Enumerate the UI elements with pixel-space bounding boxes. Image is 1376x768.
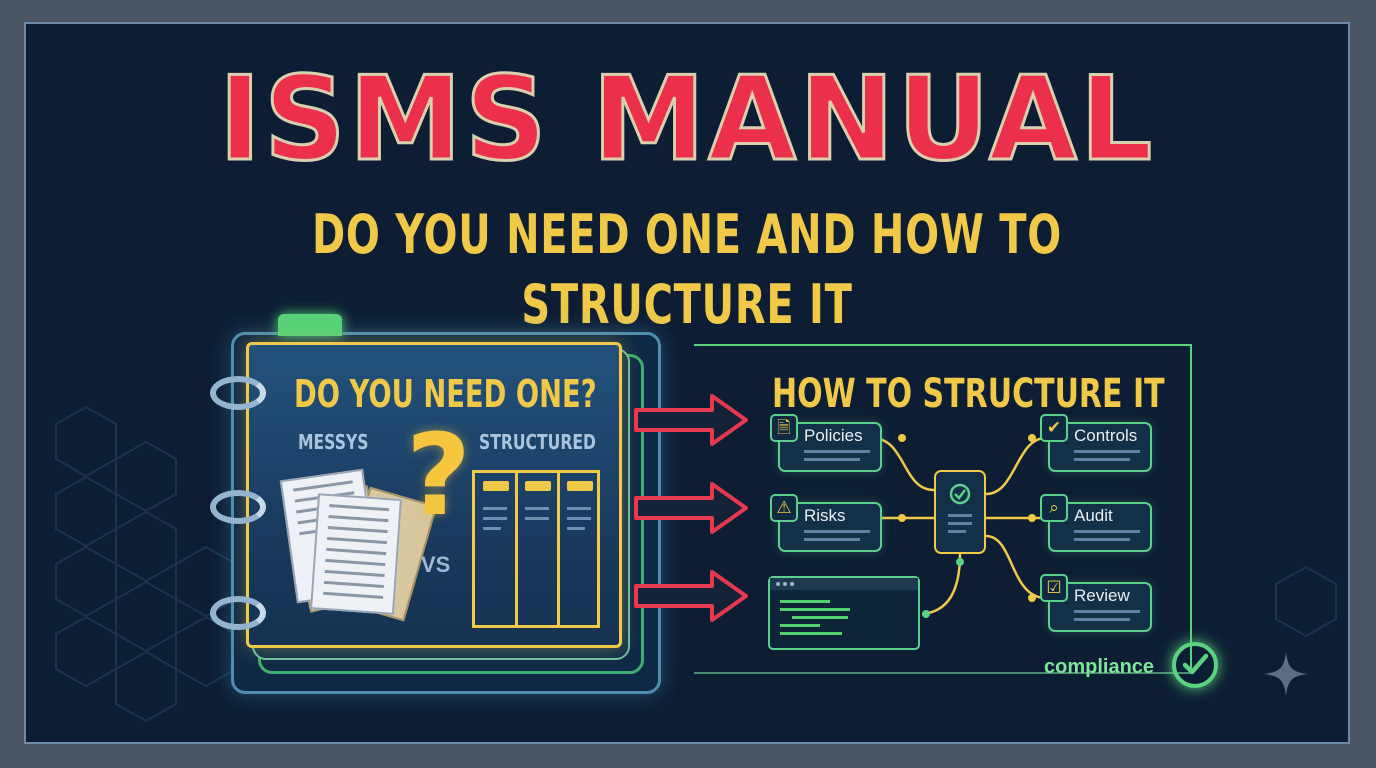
question-mark-icon: ?: [406, 411, 471, 541]
shield-check-icon: ✔: [1040, 414, 1068, 442]
card-risks: ⚠ Risks: [770, 494, 882, 552]
structure-panel: [694, 344, 1192, 674]
terminal-window-icon: [768, 576, 920, 650]
card-label: Controls: [1074, 426, 1138, 445]
card-controls: ✔ Controls: [1040, 414, 1152, 472]
card-policies: 🗎 Policies: [770, 414, 882, 472]
check-circle-icon: [948, 483, 972, 533]
warning-icon: ⚠: [770, 494, 798, 522]
card-review: ☑ Review: [1040, 574, 1152, 632]
binder-ring-icon: [210, 376, 266, 410]
card-label: Review: [1074, 586, 1130, 605]
card-label: Policies: [804, 426, 863, 445]
binder-ring-icon: [210, 596, 266, 630]
thumbnail-canvas: ISMS MANUAL DO YOU NEED ONE AND HOW TO S…: [24, 22, 1350, 744]
structure-heading: HOW TO STRUCTURE IT: [772, 371, 1165, 417]
structured-table-icon: [472, 470, 600, 628]
structured-label: STRUCTURED: [479, 430, 596, 454]
compliance-label: compliance: [1044, 656, 1155, 678]
arrow-right-icon: [634, 570, 748, 622]
arrow-right-icon: [634, 482, 748, 534]
vs-label: VS: [421, 552, 451, 577]
page-title: ISMS MANUAL: [217, 51, 1156, 189]
magnifier-icon: ⌕: [1040, 494, 1068, 522]
messy-label: MESSYS: [298, 430, 369, 454]
document-icon: 🗎: [770, 414, 798, 442]
card-label: Audit: [1074, 506, 1113, 525]
hub-document-icon: [934, 470, 986, 554]
checkmark-icon: [1172, 642, 1218, 688]
sparkle-icon: [1264, 652, 1308, 696]
binder-ring-icon: [210, 490, 266, 524]
binder-heading: DO YOU NEED ONE?: [294, 372, 597, 416]
page-subtitle: DO YOU NEED ONE AND HOW TO STRUCTURE IT: [312, 203, 1062, 336]
clipboard-check-icon: ☑: [1040, 574, 1068, 602]
binder-tab: [278, 314, 342, 336]
card-label: Risks: [804, 506, 846, 525]
arrow-right-icon: [634, 394, 748, 446]
card-audit: ⌕ Audit: [1040, 494, 1152, 552]
connector-lines: [871, 434, 1047, 618]
